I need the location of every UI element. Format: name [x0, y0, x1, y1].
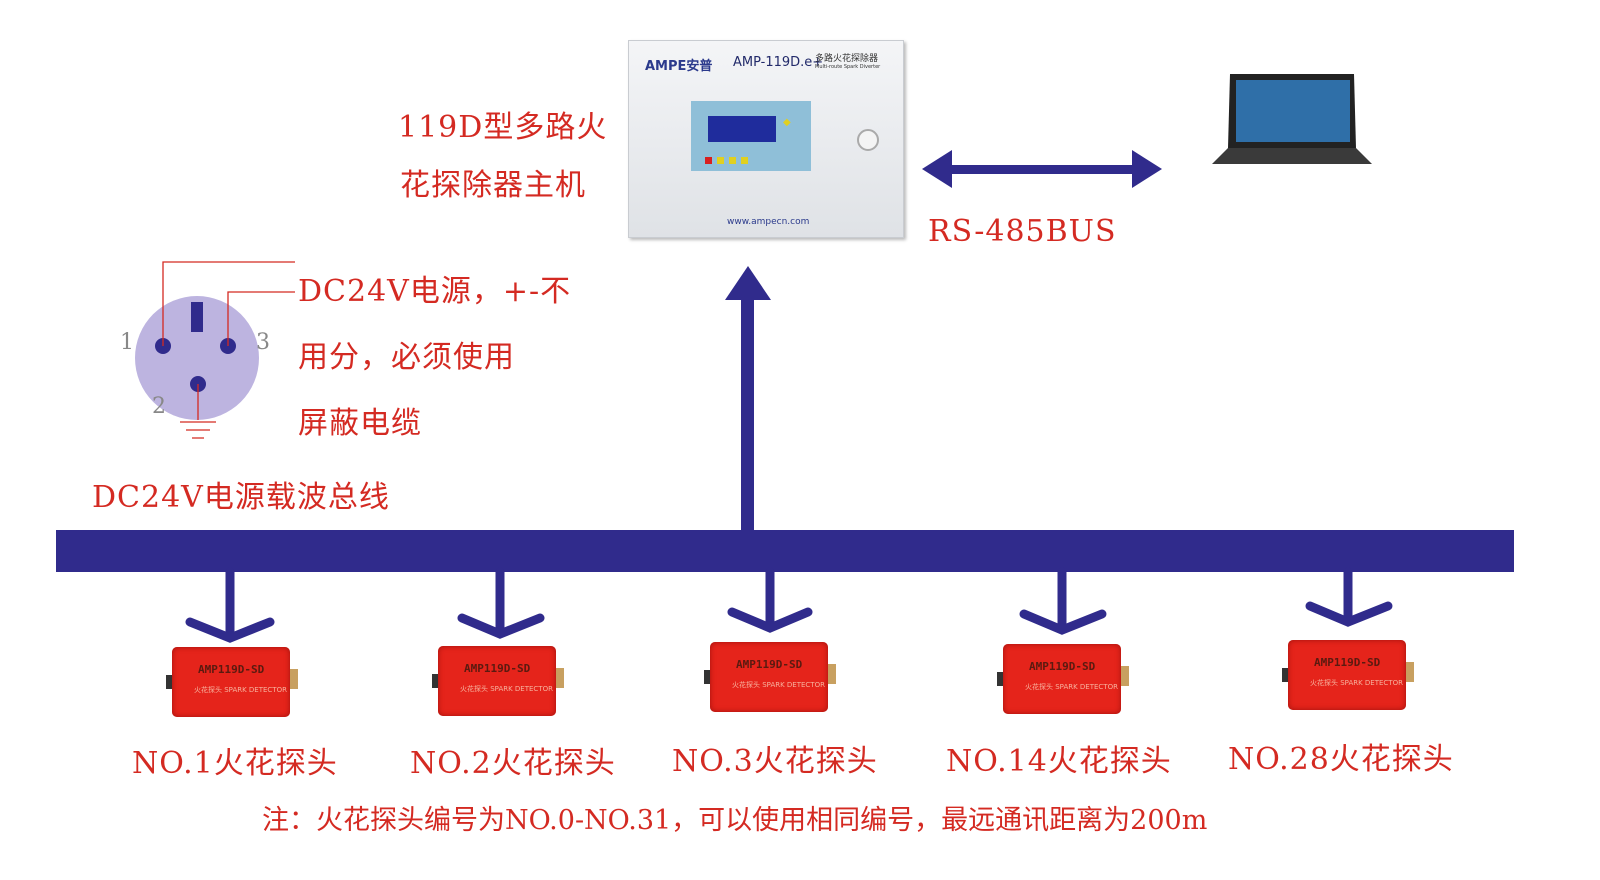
nav-keys[interactable]: ◆	[783, 117, 791, 128]
carrier-bus-label: DC24V电源载波总线	[92, 480, 390, 515]
host-label-line2: 花探除器主机	[400, 168, 586, 203]
detector-14-label: NO.14火花探头	[946, 744, 1172, 779]
power-note-line1: DC24V电源，+-不	[298, 274, 572, 309]
host-model: AMP-119D.e+	[733, 55, 824, 70]
carrier-bus	[56, 530, 1514, 572]
detector-3-label: NO.3火花探头	[672, 744, 878, 779]
host-uplink-arrow	[725, 266, 771, 532]
footnote: 注：火花探头编号为NO.0-NO.31，可以使用相同编号，最远通讯距离为200m	[262, 805, 1208, 836]
indicator-lamp	[857, 129, 879, 151]
control-panel: ◆	[691, 101, 811, 171]
pin-1-label: 1	[120, 330, 134, 355]
detector-2-label: NO.2火花探头	[410, 746, 616, 781]
host-unit: AMPE安普 AMP-119D.e+ 多路火花探除器 Multi-route S…	[628, 40, 904, 238]
laptop-icon	[1212, 74, 1372, 164]
brand-logo: AMPE安普	[645, 59, 713, 74]
detector-drop-arrows	[185, 567, 1393, 643]
detector-1-label: NO.1火花探头	[132, 746, 338, 781]
connector-pinout-icon	[135, 261, 295, 439]
power-note-line2: 用分，必须使用	[298, 340, 515, 375]
detector-28-label: NO.28火花探头	[1228, 742, 1454, 777]
host-website: www.ampecn.com	[727, 217, 810, 227]
function-keys[interactable]	[705, 157, 748, 164]
host-label-line1: 119D型多路火	[398, 110, 608, 145]
rs485-label: RS-485BUS	[928, 214, 1117, 249]
rs485-double-arrow	[922, 150, 1162, 188]
pin-3-label: 3	[256, 330, 270, 355]
host-name-cn: 多路火花探除器	[815, 54, 879, 64]
power-note-line3: 屏蔽电缆	[298, 406, 422, 441]
lcd-screen	[708, 116, 776, 142]
host-name-en: Multi-route Spark Diverter	[815, 64, 881, 70]
pin-2-label: 2	[152, 394, 166, 419]
